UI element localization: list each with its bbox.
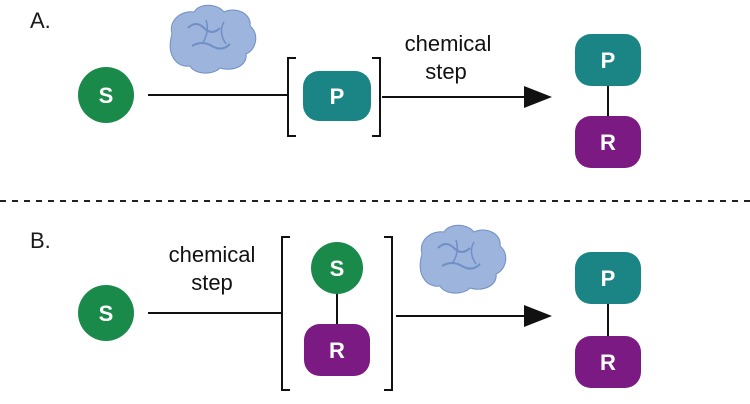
substrate-circle: [78, 67, 134, 123]
product-bottom-label: R: [600, 130, 616, 155]
substrate-node: S: [78, 67, 134, 123]
product-node: P R: [575, 252, 641, 388]
substrate-circle: [78, 285, 134, 341]
intermediate-top-circle: [311, 242, 363, 294]
product-top-label: P: [601, 48, 616, 73]
substrate-label: S: [99, 301, 114, 326]
panel-a: A. S P chemical step P R: [30, 4, 641, 168]
panel-a-label: A.: [30, 8, 51, 33]
left-bracket: [287, 57, 296, 137]
product-top-box: [575, 252, 641, 304]
intermediate-node: P: [303, 71, 371, 121]
right-bracket: [384, 236, 393, 391]
product-node: P R: [575, 34, 641, 168]
step-label-line1: chemical: [405, 31, 492, 56]
intermediate-top-label: S: [330, 256, 345, 281]
step-label-line1: chemical: [169, 242, 256, 267]
product-top-box: [575, 34, 641, 86]
substrate-node: S: [78, 285, 134, 341]
left-bracket: [281, 236, 290, 391]
arrow-head: [524, 86, 552, 108]
panel-b-label: B.: [30, 228, 51, 253]
product-bottom-label: R: [600, 350, 616, 375]
product-bottom-box: [575, 116, 641, 168]
substrate-label: S: [99, 83, 114, 108]
intermediate-box: [303, 71, 371, 121]
enzyme-icon: [419, 224, 507, 295]
intermediate-bottom-label: R: [329, 338, 345, 363]
step-label-line2: step: [425, 59, 467, 84]
arrow-head: [524, 305, 552, 327]
panel-b: B. S chemical step S R P R: [30, 224, 641, 391]
intermediate-label: P: [330, 84, 345, 109]
enzyme-icon: [169, 4, 257, 75]
product-top-label: P: [601, 266, 616, 291]
product-bottom-box: [575, 336, 641, 388]
intermediate-bottom-box: [304, 324, 370, 376]
step-label-line2: step: [191, 270, 233, 295]
intermediate-node: S R: [304, 242, 370, 376]
right-bracket: [372, 57, 381, 137]
